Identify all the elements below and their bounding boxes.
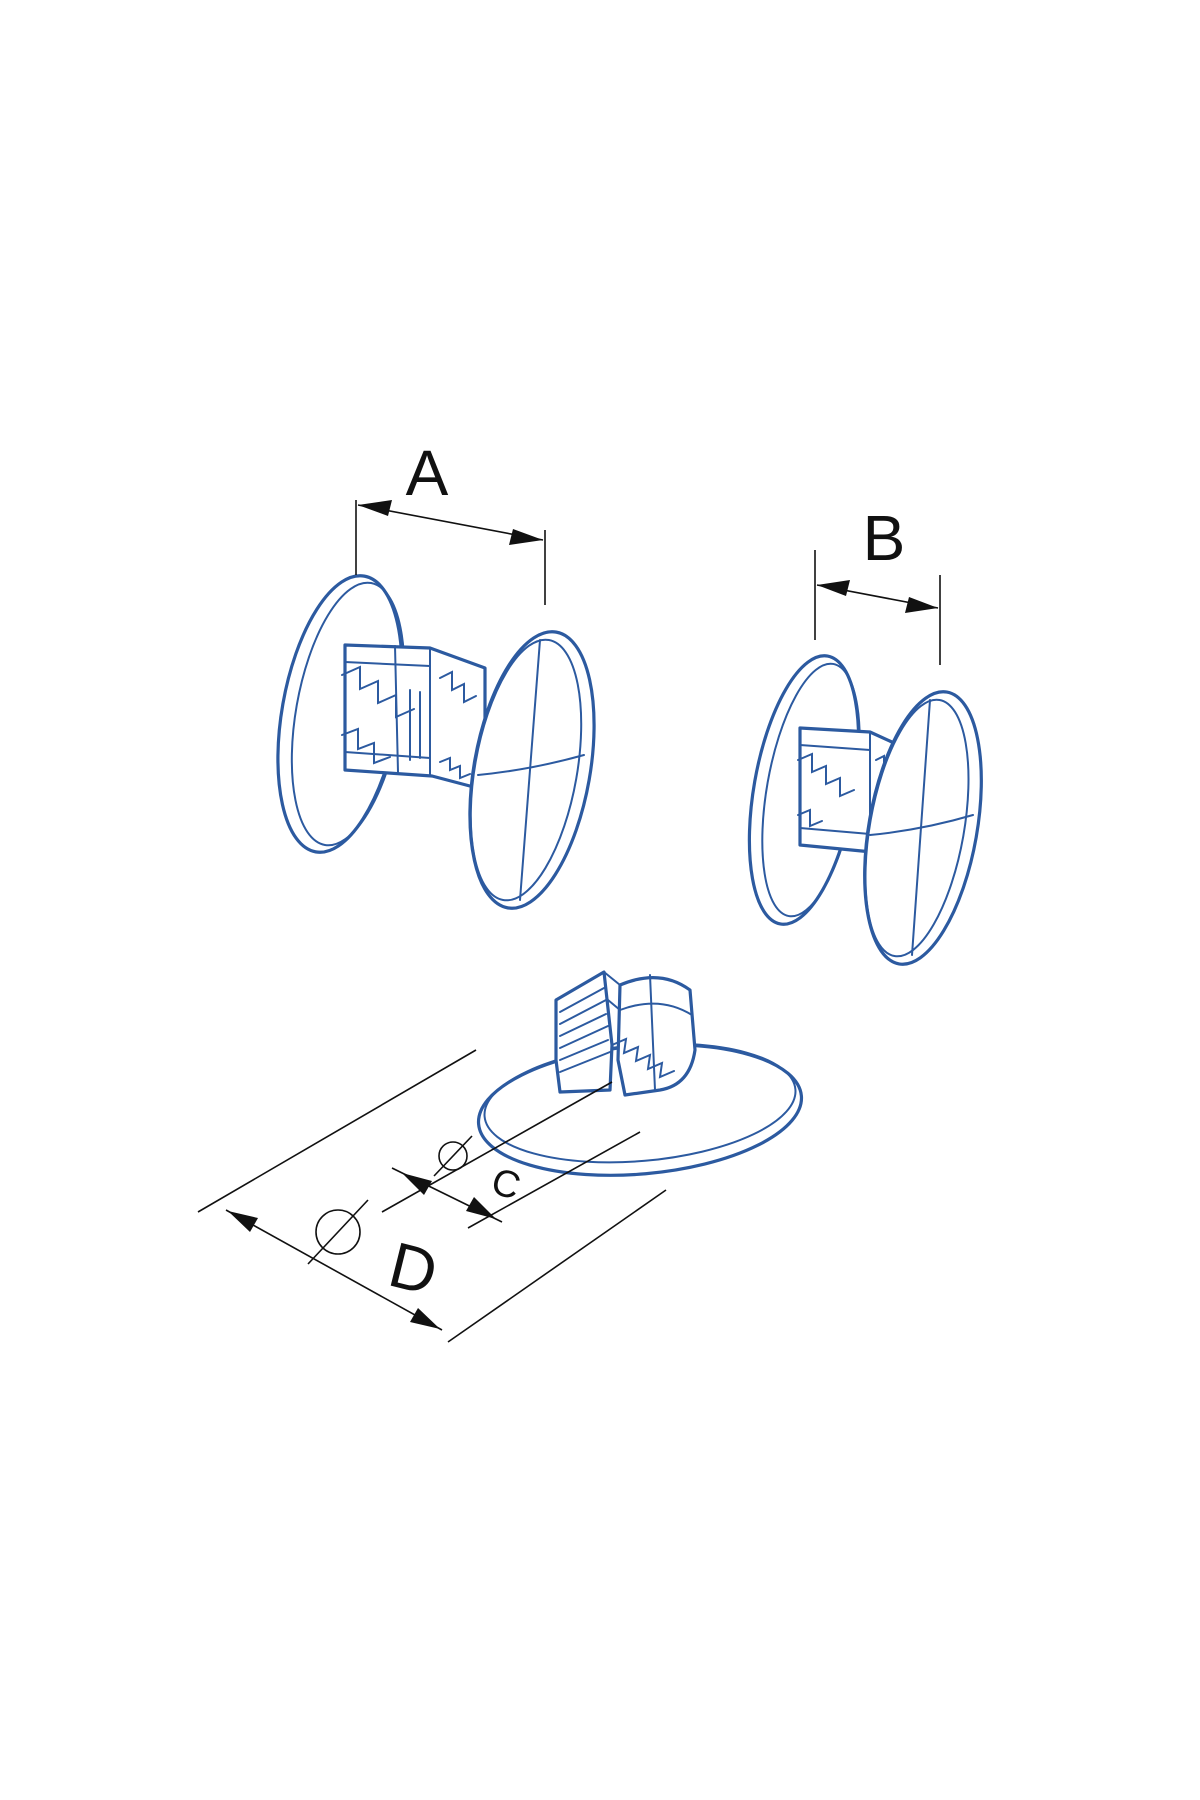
- label-d: D: [382, 1228, 444, 1309]
- part-a: [276, 574, 596, 910]
- dimension-a: A: [355, 437, 546, 605]
- part-cd: [476, 970, 804, 1177]
- part-b-right-disc: [863, 690, 983, 966]
- diameter-icon: [307, 1199, 369, 1265]
- label-a: A: [406, 437, 449, 509]
- dimension-b: B: [814, 502, 941, 665]
- part-a-shaft: [341, 643, 487, 792]
- part-a-right-disc: [468, 630, 596, 910]
- part-cd-connector: [554, 970, 697, 1097]
- label-b: B: [863, 502, 906, 574]
- label-c: C: [486, 1160, 525, 1208]
- diameter-icon: [433, 1135, 473, 1177]
- part-b: [747, 654, 983, 966]
